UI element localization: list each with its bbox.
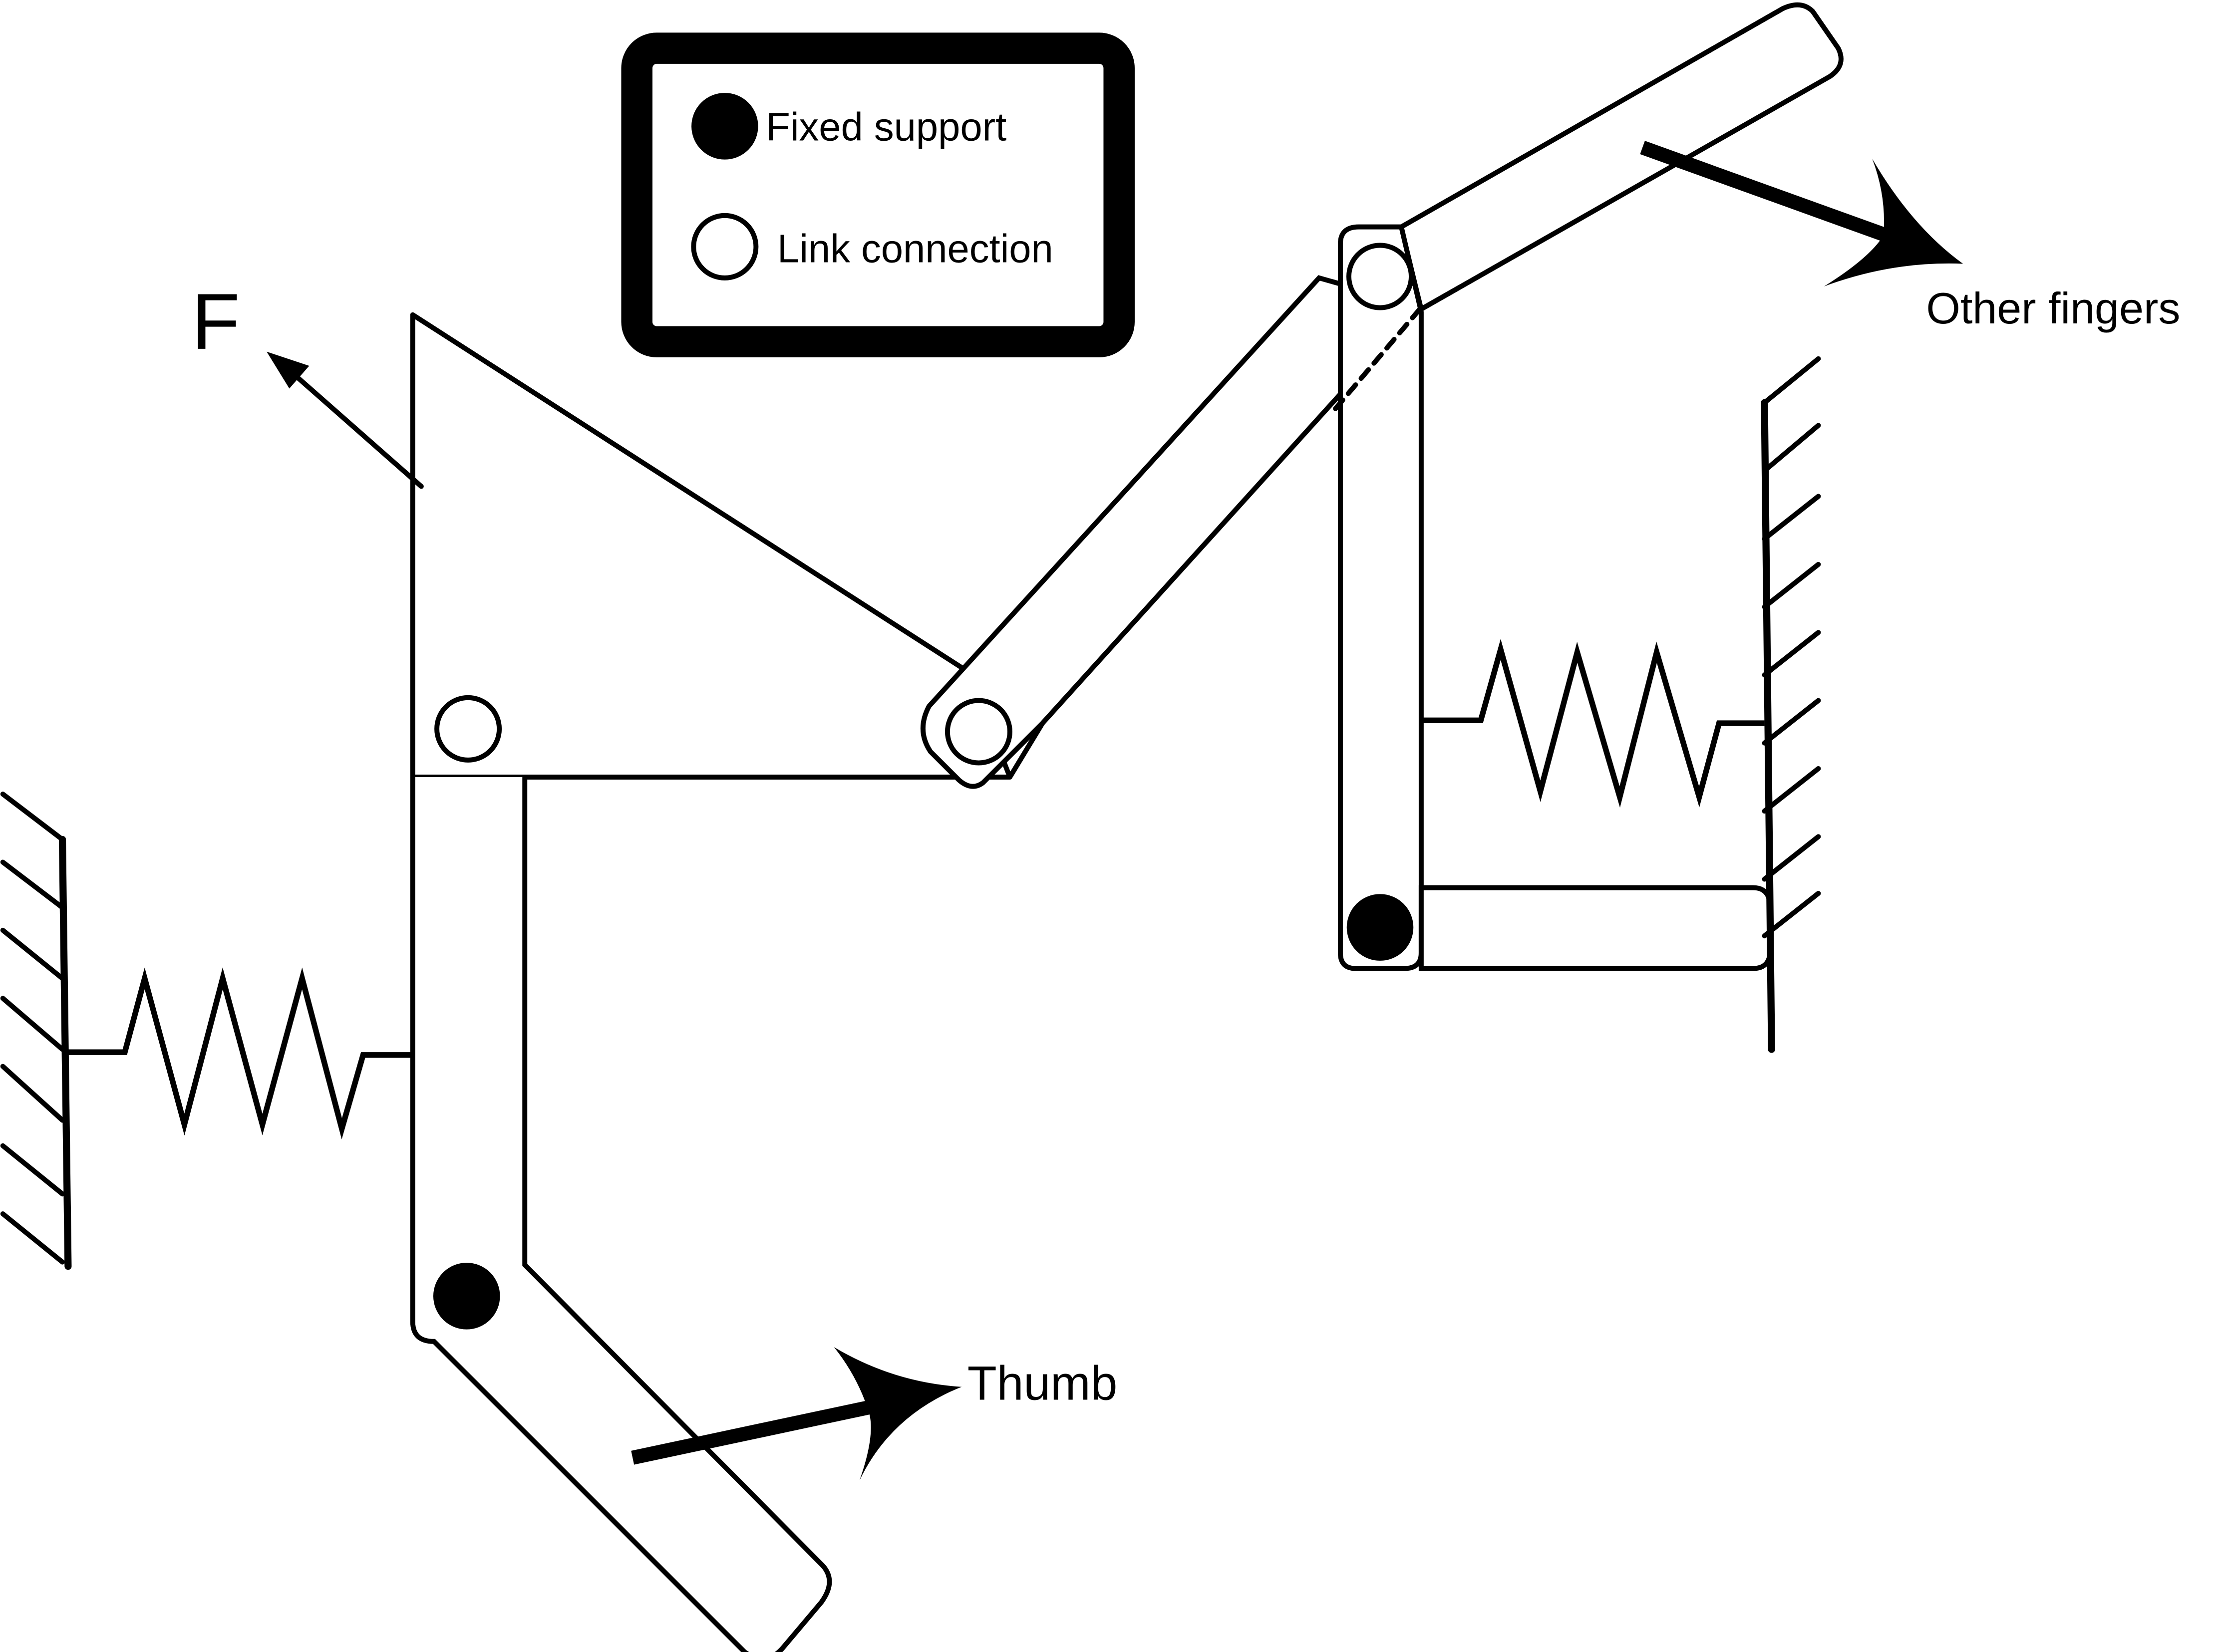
fingers-arrow <box>1640 141 1963 286</box>
coupler-link <box>920 275 1425 789</box>
left-ground <box>0 792 72 1270</box>
thumb-label: Thumb <box>967 1357 1118 1410</box>
thumb-link <box>410 777 832 1652</box>
thumb-arrow <box>631 1347 962 1481</box>
fixed-support-right <box>1346 894 1414 961</box>
legend-box <box>621 32 1135 357</box>
force-label: F <box>192 277 240 366</box>
legend-link-connection-icon <box>691 213 759 280</box>
fixed-support-thumb <box>433 1263 500 1330</box>
triangle-link <box>410 312 1045 780</box>
legend-fixed-support-label: Fixed support <box>766 104 1006 149</box>
link-connection-coupler-lower <box>945 698 1012 766</box>
right-ground <box>1761 356 1821 1053</box>
left-spring <box>62 967 411 1139</box>
right-spring <box>1421 639 1765 808</box>
rocker-link <box>1337 224 1424 971</box>
link-connection-triangle-pivot <box>434 695 502 763</box>
legend-fixed-support-icon <box>691 93 758 160</box>
link-connection-coupler-upper <box>1346 243 1414 310</box>
fingers-label: Other fingers <box>1926 283 2180 333</box>
legend: Fixed support Link connection <box>621 32 1135 357</box>
legend-link-connection-label: Link connection <box>777 227 1053 271</box>
ground-link-right <box>1418 885 1773 971</box>
force-arrow <box>267 351 424 489</box>
